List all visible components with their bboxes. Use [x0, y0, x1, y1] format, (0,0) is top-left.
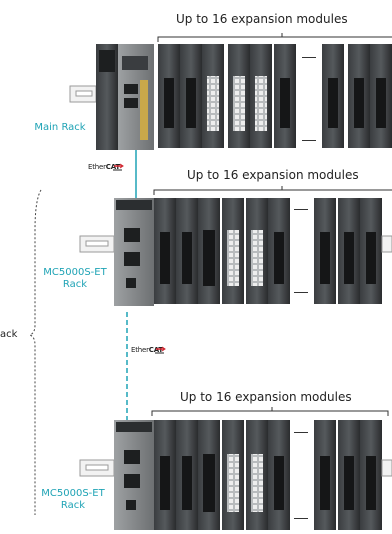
bracket-label-bottom: Up to 16 expansion modules — [180, 390, 352, 404]
bracket-label-top: Up to 16 expansion modules — [176, 12, 348, 26]
mc5000s-rack-label-2: MC5000S-ET Rack — [41, 488, 105, 511]
bracket-top — [157, 33, 392, 42]
main-rack — [69, 44, 392, 150]
side-brace — [28, 189, 42, 515]
ethercat-logo-icon: EtherCAT — [88, 163, 120, 171]
dots-icon — [294, 432, 308, 519]
mc5000s-rack-label-1: MC5000S-ET Rack — [43, 267, 107, 290]
mc5000s-rack-1 — [79, 198, 392, 306]
mc5000s-rack-2 — [79, 420, 392, 530]
bracket-bottom — [151, 407, 389, 416]
ethercat-logo-icon: EtherCAT — [131, 346, 163, 354]
bracket-label-middle: Up to 16 expansion modules — [187, 168, 359, 182]
ethercat-arrow-icon — [113, 163, 124, 171]
dots-icon — [302, 57, 316, 141]
bracket-middle — [153, 186, 392, 195]
main-rack-label: Main Rack — [34, 122, 86, 133]
ethercat-arrow-icon — [155, 346, 166, 354]
side-label: ack — [0, 329, 18, 340]
dots-icon — [294, 209, 308, 293]
